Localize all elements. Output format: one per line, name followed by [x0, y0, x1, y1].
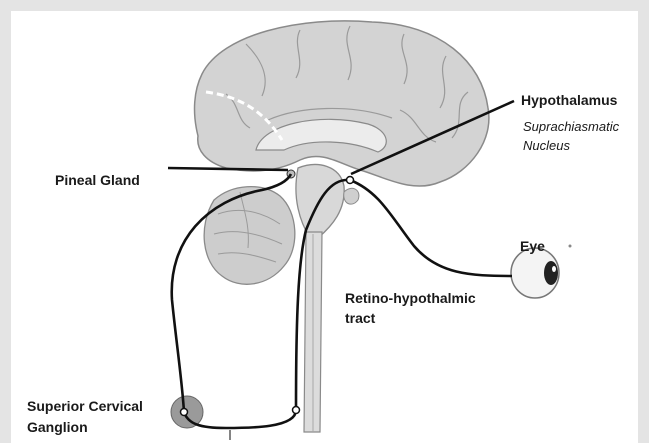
pineal-gland-label: Pineal Gland	[55, 172, 140, 189]
pituitary	[344, 188, 359, 204]
scn-label-line2: Nucleus	[523, 137, 570, 154]
cerebrum	[195, 21, 489, 186]
hypothalamus-label: Hypothalamus	[521, 92, 617, 109]
retino-hypothalamic-pathway	[350, 180, 512, 276]
dot-mark	[569, 245, 572, 248]
scn-label-line1: Suprachiasmatic	[523, 118, 619, 135]
scg-label-line2: Ganglion	[27, 419, 88, 436]
eye-icon	[511, 248, 559, 298]
scg-label-line1: Superior Cervical	[27, 398, 143, 415]
rht-label-line2: tract	[345, 310, 375, 327]
rht-label-line1: Retino-hypothalmic	[345, 290, 476, 307]
cerebellum	[204, 187, 295, 285]
eye-label: Eye	[520, 238, 545, 255]
